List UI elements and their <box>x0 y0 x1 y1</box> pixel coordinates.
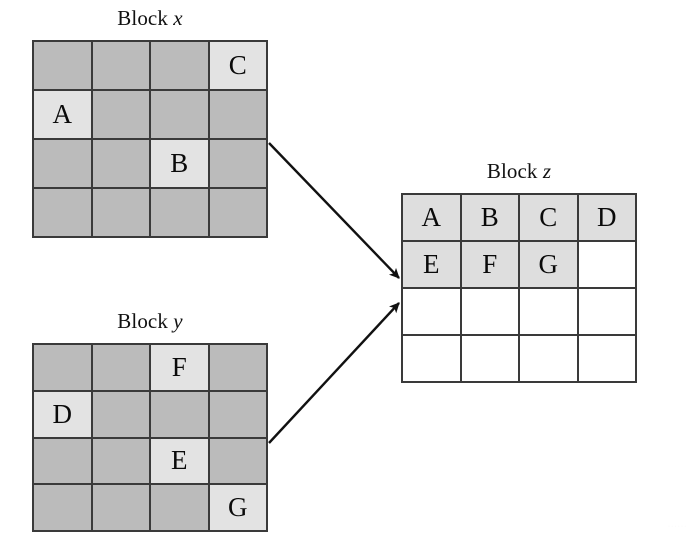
block-y-cell-r0c3[interactable] <box>209 345 266 390</box>
block-x-cell-r2c2[interactable]: B <box>151 140 208 187</box>
block-y-title-prefix: Block <box>117 309 174 333</box>
block-z-cell-r0c0[interactable]: A <box>403 195 460 240</box>
block-x-cell-r0c3[interactable]: C <box>209 42 266 89</box>
block-x-cell-r1c3[interactable] <box>209 91 266 138</box>
block-z-cell-r1c0[interactable]: E <box>403 242 460 287</box>
block-x-grid: C A B <box>32 40 268 238</box>
watermark-text: ...... <box>667 518 687 530</box>
block-x-cell-r1c1[interactable] <box>92 91 149 138</box>
block-y-cell-r2c1[interactable] <box>92 438 149 484</box>
block-z-cell-r3c0[interactable] <box>403 336 460 381</box>
block-y-cell-r3c1[interactable] <box>92 485 149 530</box>
block-z-cell-r1c1[interactable]: F <box>461 242 518 287</box>
block-y-cell-r0c2[interactable]: F <box>151 345 208 390</box>
block-z-grid: A B C D E F G <box>401 193 637 383</box>
arrow-x-to-z <box>268 142 400 279</box>
block-z-title-var: z <box>542 159 552 183</box>
block-x-title: Block x <box>32 6 268 31</box>
block-y-cell-r3c0[interactable] <box>34 485 91 530</box>
block-y-title-var: y <box>173 309 183 333</box>
block-x-cell-r0c1[interactable] <box>92 42 149 89</box>
block-z-cell-r0c2[interactable]: C <box>520 195 577 240</box>
block-z-cell-r3c3[interactable] <box>578 336 635 381</box>
block-x-cell-r3c3[interactable] <box>209 189 266 236</box>
block-x-cell-r2c3[interactable] <box>209 140 266 187</box>
block-y-cell-r0c0[interactable] <box>34 345 91 390</box>
block-y-cell-r2c2[interactable]: E <box>151 438 208 484</box>
block-x-cell-r3c1[interactable] <box>92 189 149 236</box>
block-z-cell-r1c2[interactable]: G <box>520 242 577 287</box>
block-y-cell-r3c2[interactable] <box>151 485 208 530</box>
block-z-cell-r3c1[interactable] <box>461 336 518 381</box>
block-z-title: Block z <box>401 159 637 184</box>
block-x-title-prefix: Block <box>117 6 174 30</box>
block-z-title-prefix: Block <box>486 159 543 183</box>
block-z-cell-r2c1[interactable] <box>461 289 518 334</box>
block-z-cell-r3c2[interactable] <box>520 336 577 381</box>
block-z-cell-r0c1[interactable]: B <box>461 195 518 240</box>
arrow-y-to-z <box>268 302 400 444</box>
block-z-cell-r2c0[interactable] <box>403 289 460 334</box>
block-y-cell-r1c0[interactable]: D <box>34 391 91 437</box>
block-y-cell-r2c3[interactable] <box>209 438 266 484</box>
block-z-cell-r2c2[interactable] <box>520 289 577 334</box>
block-x-cell-r1c2[interactable] <box>151 91 208 138</box>
block-y-cell-r3c3[interactable]: G <box>209 485 266 530</box>
block-x-cell-r1c0[interactable]: A <box>34 91 91 138</box>
block-y-cell-r0c1[interactable] <box>92 345 149 390</box>
block-z-cell-r2c3[interactable] <box>578 289 635 334</box>
block-y-cell-r2c0[interactable] <box>34 438 91 484</box>
block-z-cell-r0c3[interactable]: D <box>578 195 635 240</box>
block-y-cell-r1c3[interactable] <box>209 391 266 437</box>
block-y-cell-r1c2[interactable] <box>151 391 208 437</box>
block-y-cell-r1c1[interactable] <box>92 391 149 437</box>
block-z-cell-r1c3[interactable] <box>578 242 635 287</box>
block-x-cell-r3c2[interactable] <box>151 189 208 236</box>
block-x-cell-r2c0[interactable] <box>34 140 91 187</box>
block-y-title: Block y <box>32 309 268 334</box>
block-y-grid: F D E G <box>32 343 268 532</box>
block-x-cell-r0c0[interactable] <box>34 42 91 89</box>
block-x-cell-r3c0[interactable] <box>34 189 91 236</box>
block-x-cell-r0c2[interactable] <box>151 42 208 89</box>
block-x-title-var: x <box>173 6 183 30</box>
block-x-cell-r2c1[interactable] <box>92 140 149 187</box>
